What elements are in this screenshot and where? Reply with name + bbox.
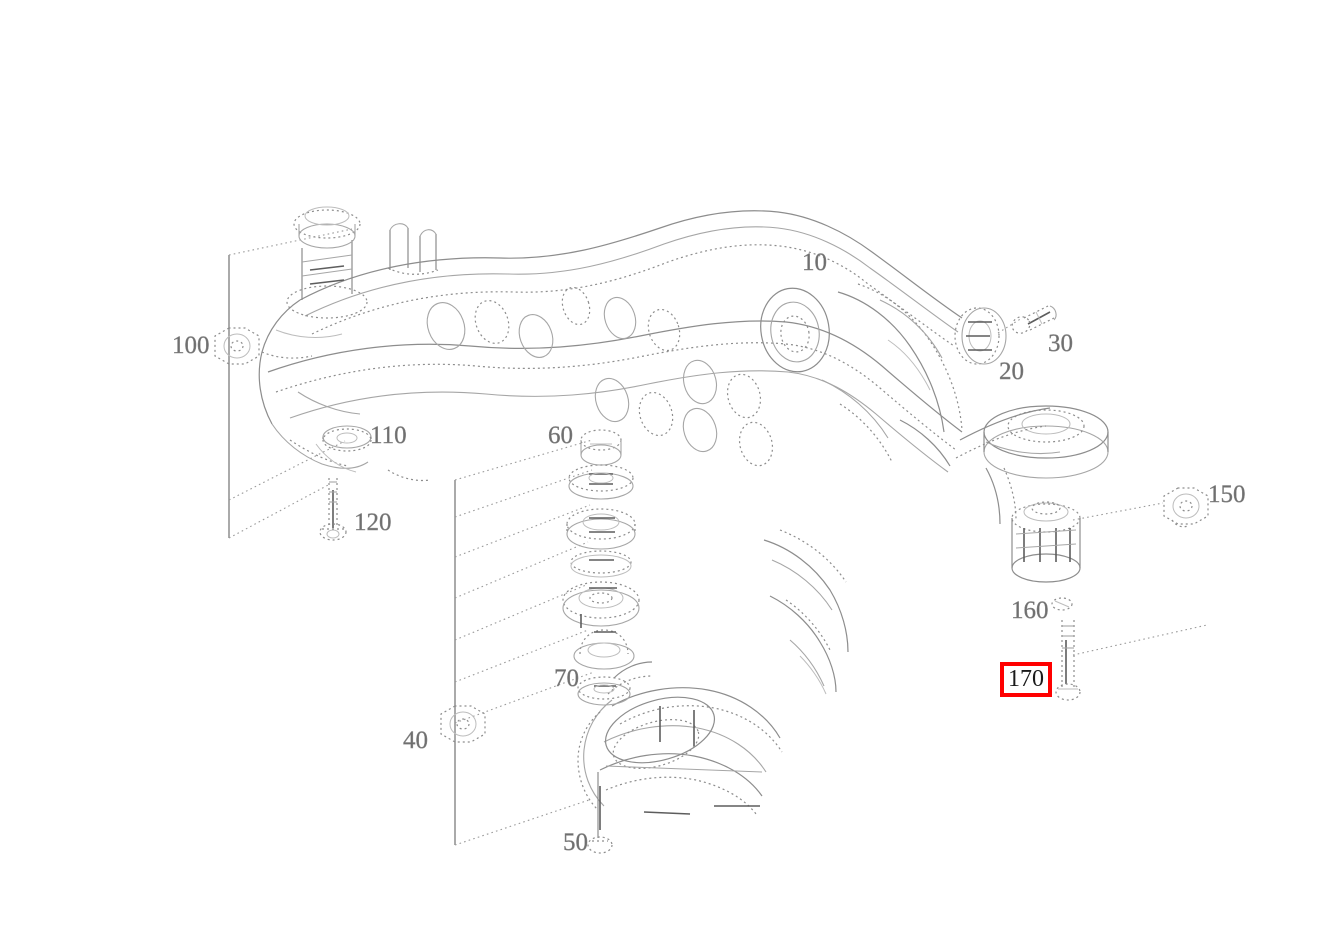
- subframe-crossmember-outline: [258, 206, 1109, 854]
- callout-30[interactable]: 30: [1048, 330, 1073, 357]
- leader-lines-left: [228, 228, 353, 539]
- part-150-nut: [1163, 487, 1209, 528]
- callout-120[interactable]: 120: [354, 509, 392, 536]
- part-120-bolt: [319, 478, 347, 541]
- callout-50[interactable]: 50: [563, 829, 588, 856]
- callout-40[interactable]: 40: [403, 727, 428, 754]
- callout-150[interactable]: 150: [1208, 481, 1246, 508]
- callout-170-highlighted[interactable]: 170: [1000, 662, 1052, 697]
- part-20-bushing: [954, 307, 1007, 365]
- part-40-nut: [440, 705, 486, 743]
- part-160-bushing-mount: [1051, 597, 1073, 611]
- callout-60[interactable]: 60: [548, 422, 573, 449]
- part-170-bolt: [1055, 620, 1081, 701]
- callout-10[interactable]: 10: [802, 249, 827, 276]
- callout-20[interactable]: 20: [999, 358, 1024, 385]
- part-110-washer: [322, 425, 372, 452]
- leader-lines-right: [997, 317, 1208, 656]
- callout-110[interactable]: 110: [370, 422, 407, 449]
- parts-60-70-bushing-stack: [562, 429, 640, 706]
- leader-lines-center: [454, 439, 595, 846]
- part-100-nut: [214, 327, 260, 365]
- callout-70[interactable]: 70: [554, 665, 579, 692]
- callout-160[interactable]: 160: [1011, 597, 1049, 624]
- callout-100[interactable]: 100: [172, 332, 210, 359]
